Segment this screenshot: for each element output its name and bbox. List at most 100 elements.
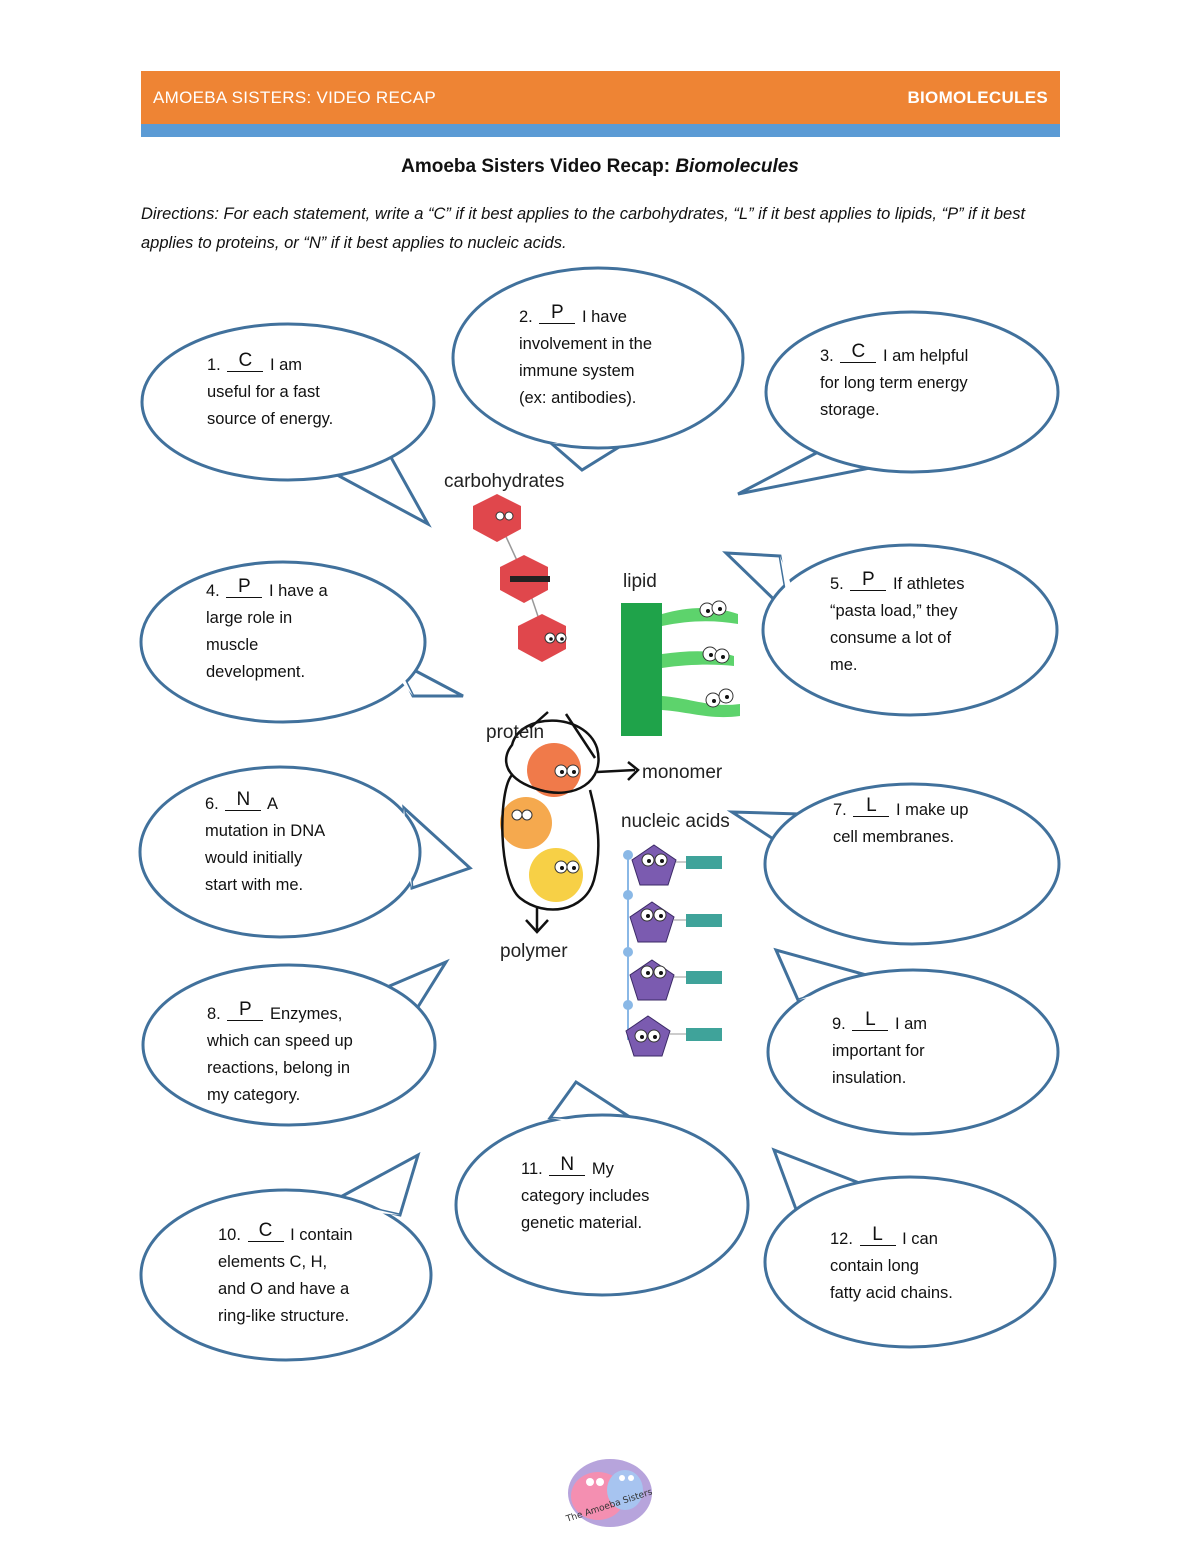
question-2: 2. P I have involvement in the immune syst… <box>519 303 652 412</box>
label-polymer: polymer <box>500 941 568 962</box>
question-number: 10. <box>218 1226 246 1244</box>
question-number: 2. <box>519 308 538 326</box>
answer-blank[interactable]: P <box>850 570 887 591</box>
question-line: elements C, H, <box>218 1253 328 1271</box>
question-line: immune system <box>519 362 635 380</box>
nucleotide <box>623 890 722 943</box>
question-line: for long term energy <box>820 374 968 392</box>
speech-bubble <box>139 1151 433 1362</box>
amino-acid <box>529 848 583 902</box>
question-number: 6. <box>205 795 224 813</box>
question-line: cell membranes. <box>833 828 955 846</box>
question-line: and O and have a <box>218 1280 350 1298</box>
label-lipid: lipid <box>623 571 657 592</box>
question-number: 1. <box>207 356 226 374</box>
question-line: I am <box>890 1015 928 1033</box>
question-line: would initially <box>205 849 303 867</box>
answer-blank[interactable]: L <box>859 1225 896 1246</box>
question-1: 1. C I am useful for a fast source of ener… <box>207 351 333 433</box>
question-line: me. <box>830 656 858 674</box>
title-main: Amoeba Sisters Video Recap: <box>401 156 676 177</box>
question-line: insulation. <box>832 1069 907 1087</box>
answer-blank[interactable]: L <box>852 1010 889 1031</box>
question-number: 12. <box>830 1230 858 1248</box>
question-line: I contain <box>285 1226 353 1244</box>
question-line: I am <box>265 356 303 374</box>
question-line: fatty acid chains. <box>830 1284 953 1302</box>
question-line: start with me. <box>205 876 304 894</box>
speech-bubble <box>737 310 1060 496</box>
question-line: large role in <box>206 609 293 627</box>
header-stripe <box>141 124 1060 137</box>
question-line: I have <box>577 308 627 326</box>
header-right-title: BIOMOLECULES <box>907 88 1048 107</box>
speech-bubbles <box>138 266 1061 1362</box>
header-left-title: AMOEBA SISTERS: VIDEO RECAP <box>153 88 437 107</box>
speech-bubble <box>451 266 745 472</box>
answer-blank[interactable]: C <box>247 1221 284 1242</box>
speech-bubble <box>763 1147 1057 1349</box>
speech-bubble <box>454 1079 750 1297</box>
page-title: Amoeba Sisters Video Recap: Biomolecules <box>0 156 1200 178</box>
answer-blank[interactable]: N <box>549 1155 586 1176</box>
question-line: involvement in the <box>519 335 652 353</box>
question-line: If athletes <box>888 575 965 593</box>
question-line: my category. <box>207 1086 301 1104</box>
question-number: 11. <box>521 1160 548 1178</box>
speech-bubble <box>138 765 473 939</box>
question-number: 4. <box>206 582 225 600</box>
speech-bubble <box>141 958 450 1127</box>
speech-bubble <box>140 322 436 528</box>
speech-bubble <box>722 543 1059 717</box>
question-line: Enzymes, <box>265 1005 343 1023</box>
speech-bubble <box>139 560 464 724</box>
question-line: consume a lot of <box>830 629 952 647</box>
amino-acid <box>527 743 581 797</box>
answer-blank[interactable]: P <box>539 303 576 324</box>
answer-blank[interactable]: C <box>227 351 264 372</box>
question-line: storage. <box>820 401 880 419</box>
question-line: muscle <box>206 636 259 654</box>
question-line: I am helpful <box>878 347 969 365</box>
answer-blank[interactable]: C <box>840 342 877 363</box>
question-line: genetic material. <box>521 1214 643 1232</box>
nucleic-acid-chain <box>623 844 722 1057</box>
speech-bubble <box>766 947 1060 1136</box>
question-10: 10. C I contain elements C, H, and O and h… <box>218 1221 353 1330</box>
label-protein: protein <box>486 722 544 743</box>
lipid-molecule <box>621 600 740 736</box>
title-italic: Biomolecules <box>675 156 799 177</box>
question-line: reactions, belong in <box>207 1059 351 1077</box>
amoeba-sisters-logo: The Amoeba Sisters <box>564 1459 654 1527</box>
speech-bubble <box>726 782 1061 946</box>
answer-blank[interactable]: P <box>226 577 263 598</box>
answer-blank[interactable]: N <box>225 790 262 811</box>
question-line: useful for a fast <box>207 383 320 401</box>
answer-blank[interactable]: P <box>227 1000 264 1021</box>
question-line: (ex: antibodies). <box>519 389 637 407</box>
question-line: “pasta load,” they <box>830 602 958 620</box>
carbohydrate-hexagon <box>518 614 566 662</box>
question-line: I make up <box>891 801 969 819</box>
question-line: source of energy. <box>207 410 334 428</box>
amino-acid <box>500 797 552 849</box>
question-line: contain long <box>830 1257 919 1275</box>
answer-blank[interactable]: L <box>853 796 890 817</box>
nucleotide <box>623 844 722 886</box>
header-bar: AMOEBA SISTERS: VIDEO RECAP BIOMOLECULES <box>141 71 1060 124</box>
question-line: which can speed up <box>207 1032 353 1050</box>
carbohydrate-chain <box>473 494 567 662</box>
protein-chain <box>500 711 640 934</box>
question-line: important for <box>832 1042 925 1060</box>
question-line: ring-like structure. <box>218 1307 350 1325</box>
